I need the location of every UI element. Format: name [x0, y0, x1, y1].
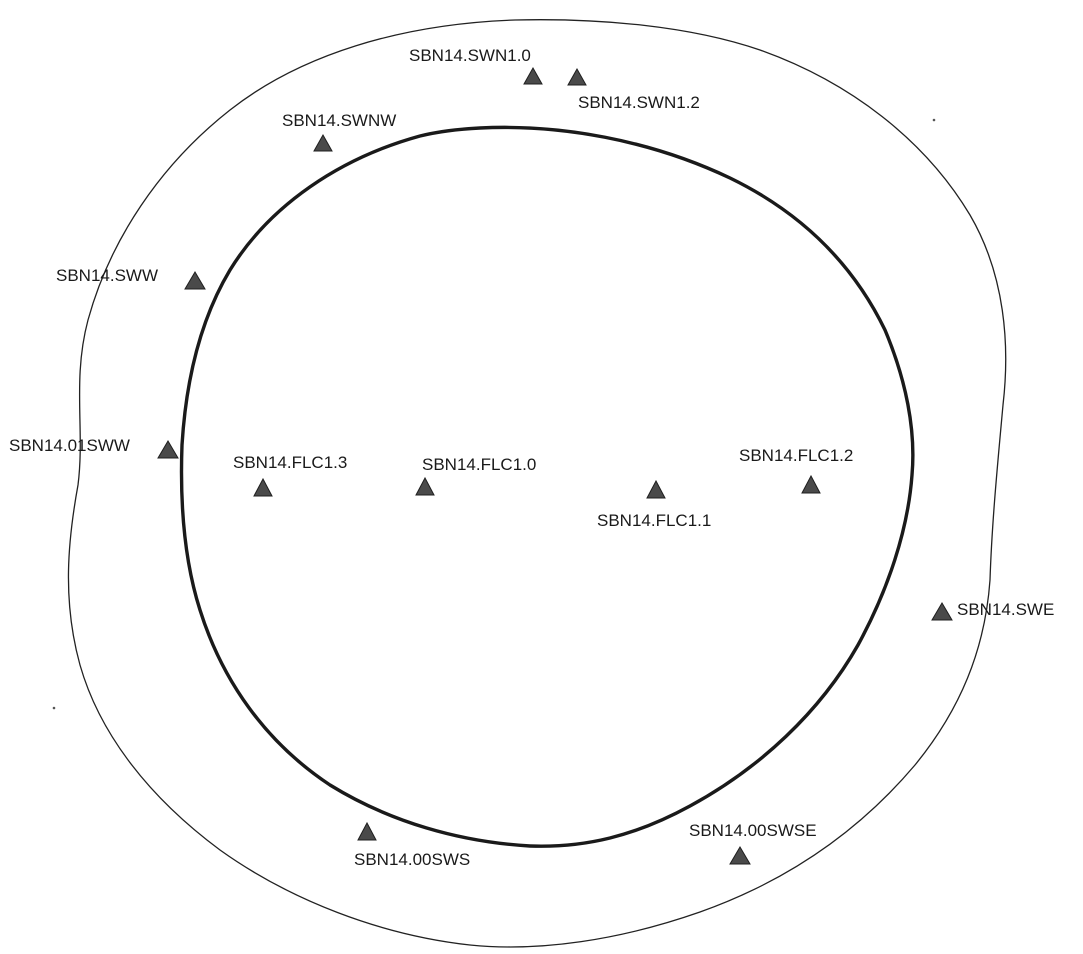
speck-mark	[932, 118, 936, 122]
station-label: SBN14.SWN1.0	[409, 46, 531, 65]
station-label: SBN14.FLC1.2	[739, 446, 853, 465]
station-flc1-0: SBN14.FLC1.0	[415, 455, 536, 496]
station-flc1-1: SBN14.FLC1.1	[597, 479, 711, 530]
station-00swse: SBN14.00SWSE	[689, 821, 817, 865]
station-label: SBN14.SWNW	[282, 111, 396, 130]
triangle-marker-icon	[157, 440, 179, 459]
triangle-marker-icon	[646, 479, 666, 499]
station-flc1-2: SBN14.FLC1.2	[739, 446, 853, 494]
triangle-marker-icon	[253, 477, 273, 497]
outer-boundary-line	[67, 19, 1007, 948]
station-00sws: SBN14.00SWS	[354, 821, 470, 869]
station-label: SBN14.SWW	[56, 266, 158, 285]
inner-boundary-line	[179, 125, 915, 848]
triangle-marker-icon	[313, 133, 333, 152]
station-swn1-2: SBN14.SWN1.2	[567, 67, 700, 112]
station-label: SBN14.00SWS	[354, 850, 470, 869]
station-sww: SBN14.SWW	[56, 266, 206, 290]
station-swn1-0: SBN14.SWN1.0	[409, 46, 543, 85]
station-flc1-3: SBN14.FLC1.3	[233, 453, 347, 497]
triangle-marker-icon	[931, 602, 953, 621]
station-label: SBN14.01SWW	[9, 436, 130, 455]
station-01sww: SBN14.01SWW	[9, 436, 179, 459]
station-label: SBN14.FLC1.3	[233, 453, 347, 472]
station-label: SBN14.SWN1.2	[578, 93, 700, 112]
triangle-marker-icon	[729, 846, 751, 865]
triangle-marker-icon	[801, 474, 821, 494]
triangle-marker-icon	[357, 821, 377, 841]
station-swnw: SBN14.SWNW	[282, 111, 396, 152]
station-label: SBN14.FLC1.0	[422, 455, 536, 474]
station-swe: SBN14.SWE	[931, 600, 1054, 621]
station-label: SBN14.FLC1.1	[597, 511, 711, 530]
triangle-marker-icon	[184, 271, 206, 290]
station-label: SBN14.SWE	[957, 600, 1054, 619]
station-label: SBN14.00SWSE	[689, 821, 817, 840]
speck-mark	[52, 706, 56, 710]
triangle-marker-icon	[523, 66, 543, 85]
triangle-marker-icon	[567, 67, 587, 86]
triangle-marker-icon	[415, 476, 435, 496]
